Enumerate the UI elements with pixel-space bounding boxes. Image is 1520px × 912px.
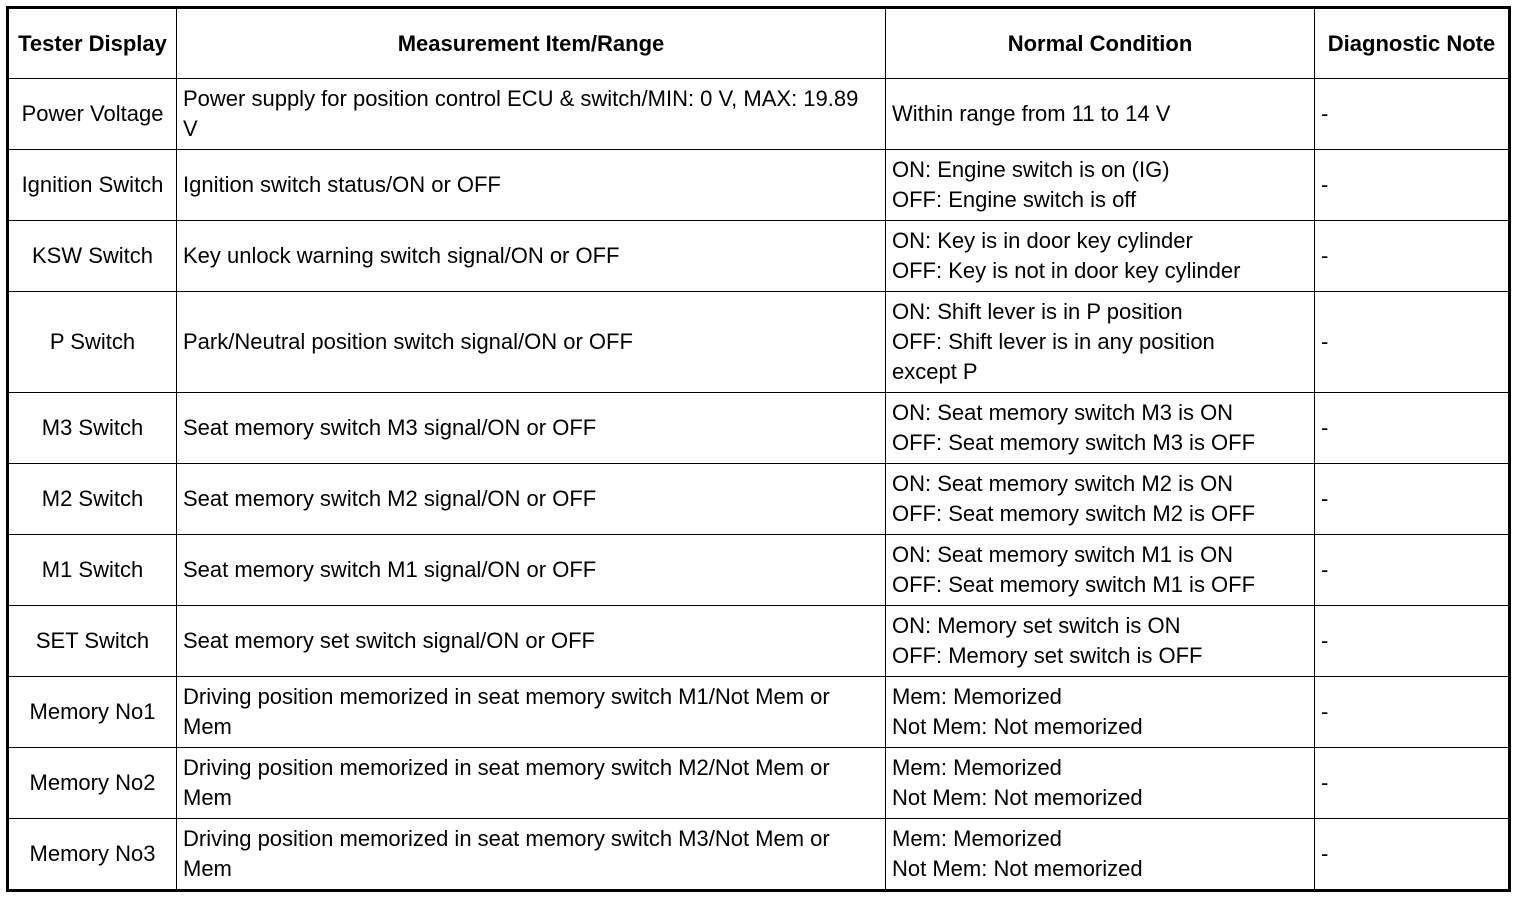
table-row: M2 Switch Seat memory switch M2 signal/O… xyxy=(7,463,1510,535)
condition-cell: Mem: Memorized Not Mem: Not memorized xyxy=(885,747,1315,819)
condition-line: except P xyxy=(892,359,978,384)
note-cell: - xyxy=(1314,149,1510,221)
tester-display-cell: M2 Switch xyxy=(7,463,177,535)
table-row: Ignition Switch Ignition switch status/O… xyxy=(7,149,1510,221)
measurement-cell: Driving position memorized in seat memor… xyxy=(176,676,886,748)
tester-display-cell: Ignition Switch xyxy=(7,149,177,221)
tester-display-cell: Memory No3 xyxy=(7,818,177,891)
condition-cell: ON: Shift lever is in P position OFF: Sh… xyxy=(885,291,1315,393)
measurement-cell: Seat memory switch M2 signal/ON or OFF xyxy=(176,463,886,535)
header-diagnostic-note: Diagnostic Note xyxy=(1314,7,1510,79)
measurement-cell: Seat memory switch M3 signal/ON or OFF xyxy=(176,392,886,464)
condition-cell: ON: Memory set switch is ON OFF: Memory … xyxy=(885,605,1315,677)
note-cell: - xyxy=(1314,78,1510,150)
note-cell: - xyxy=(1314,605,1510,677)
table-header: Tester Display Measurement Item/Range No… xyxy=(7,7,1510,79)
note-cell: - xyxy=(1314,463,1510,535)
table-row: Memory No2 Driving position memorized in… xyxy=(7,747,1510,819)
condition-cell: ON: Seat memory switch M2 is ON OFF: Sea… xyxy=(885,463,1315,535)
header-tester-display: Tester Display xyxy=(7,7,177,79)
measurement-cell: Power supply for position control ECU & … xyxy=(176,78,886,150)
measurement-cell: Key unlock warning switch signal/ON or O… xyxy=(176,220,886,292)
header-measurement-item: Measurement Item/Range xyxy=(176,7,886,79)
table-row: P Switch Park/Neutral position switch si… xyxy=(7,291,1510,393)
table-row: SET Switch Seat memory set switch signal… xyxy=(7,605,1510,677)
tester-display-cell: SET Switch xyxy=(7,605,177,677)
condition-cell: ON: Seat memory switch M3 is ON OFF: Sea… xyxy=(885,392,1315,464)
table-body: Power Voltage Power supply for position … xyxy=(7,78,1510,891)
table-row: M3 Switch Seat memory switch M3 signal/O… xyxy=(7,392,1510,464)
measurement-cell: Driving position memorized in seat memor… xyxy=(176,747,886,819)
note-cell: - xyxy=(1314,747,1510,819)
condition-cell: ON: Key is in door key cylinder OFF: Key… xyxy=(885,220,1315,292)
note-cell: - xyxy=(1314,676,1510,748)
measurement-cell: Park/Neutral position switch signal/ON o… xyxy=(176,291,886,393)
condition-line: OFF: Engine switch is off xyxy=(892,187,1137,212)
condition-line: OFF: Seat memory switch M1 is OFF xyxy=(892,572,1256,597)
condition-line: ON: Shift lever is in P position xyxy=(892,299,1183,324)
condition-line: ON: Seat memory switch M1 is ON xyxy=(892,542,1234,567)
condition-line: OFF: Key is not in door key cylinder xyxy=(892,258,1241,283)
condition-line: OFF: Seat memory switch M2 is OFF xyxy=(892,501,1256,526)
condition-line: OFF: Memory set switch is OFF xyxy=(892,643,1203,668)
condition-cell: Within range from 11 to 14 V xyxy=(885,78,1315,150)
condition-line: Not Mem: Not memorized xyxy=(892,856,1143,881)
condition-line: Within range from 11 to 14 V xyxy=(892,101,1171,126)
table-row: Power Voltage Power supply for position … xyxy=(7,78,1510,150)
condition-line: ON: Engine switch is on (IG) xyxy=(892,157,1170,182)
tester-display-cell: Power Voltage xyxy=(7,78,177,150)
condition-line: Not Mem: Not memorized xyxy=(892,785,1143,810)
tester-display-cell: Memory No2 xyxy=(7,747,177,819)
table-row: KSW Switch Key unlock warning switch sig… xyxy=(7,220,1510,292)
condition-line: Mem: Memorized xyxy=(892,755,1062,780)
tester-display-cell: KSW Switch xyxy=(7,220,177,292)
table-row: M1 Switch Seat memory switch M1 signal/O… xyxy=(7,534,1510,606)
table-row: Memory No1 Driving position memorized in… xyxy=(7,676,1510,748)
tester-display-cell: P Switch xyxy=(7,291,177,393)
condition-line: OFF: Seat memory switch M3 is OFF xyxy=(892,430,1256,455)
tester-display-cell: M1 Switch xyxy=(7,534,177,606)
data-list-table: Tester Display Measurement Item/Range No… xyxy=(6,6,1511,892)
note-cell: - xyxy=(1314,220,1510,292)
table-row: Memory No3 Driving position memorized in… xyxy=(7,818,1510,891)
condition-cell: ON: Seat memory switch M1 is ON OFF: Sea… xyxy=(885,534,1315,606)
note-cell: - xyxy=(1314,291,1510,393)
condition-line: ON: Key is in door key cylinder xyxy=(892,228,1193,253)
measurement-cell: Seat memory switch M1 signal/ON or OFF xyxy=(176,534,886,606)
tester-display-cell: Memory No1 xyxy=(7,676,177,748)
condition-line: ON: Seat memory switch M2 is ON xyxy=(892,471,1234,496)
measurement-cell: Driving position memorized in seat memor… xyxy=(176,818,886,891)
condition-line: Mem: Memorized xyxy=(892,826,1062,851)
header-normal-condition: Normal Condition xyxy=(885,7,1315,79)
tester-display-cell: M3 Switch xyxy=(7,392,177,464)
condition-line: Mem: Memorized xyxy=(892,684,1062,709)
header-row: Tester Display Measurement Item/Range No… xyxy=(7,7,1510,79)
note-cell: - xyxy=(1314,534,1510,606)
condition-cell: Mem: Memorized Not Mem: Not memorized xyxy=(885,676,1315,748)
measurement-cell: Seat memory set switch signal/ON or OFF xyxy=(176,605,886,677)
condition-cell: Mem: Memorized Not Mem: Not memorized xyxy=(885,818,1315,891)
condition-cell: ON: Engine switch is on (IG) OFF: Engine… xyxy=(885,149,1315,221)
note-cell: - xyxy=(1314,818,1510,891)
condition-line: Not Mem: Not memorized xyxy=(892,714,1143,739)
condition-line: ON: Seat memory switch M3 is ON xyxy=(892,400,1234,425)
condition-line: ON: Memory set switch is ON xyxy=(892,613,1181,638)
note-cell: - xyxy=(1314,392,1510,464)
condition-line: OFF: Shift lever is in any position xyxy=(892,329,1215,354)
measurement-cell: Ignition switch status/ON or OFF xyxy=(176,149,886,221)
